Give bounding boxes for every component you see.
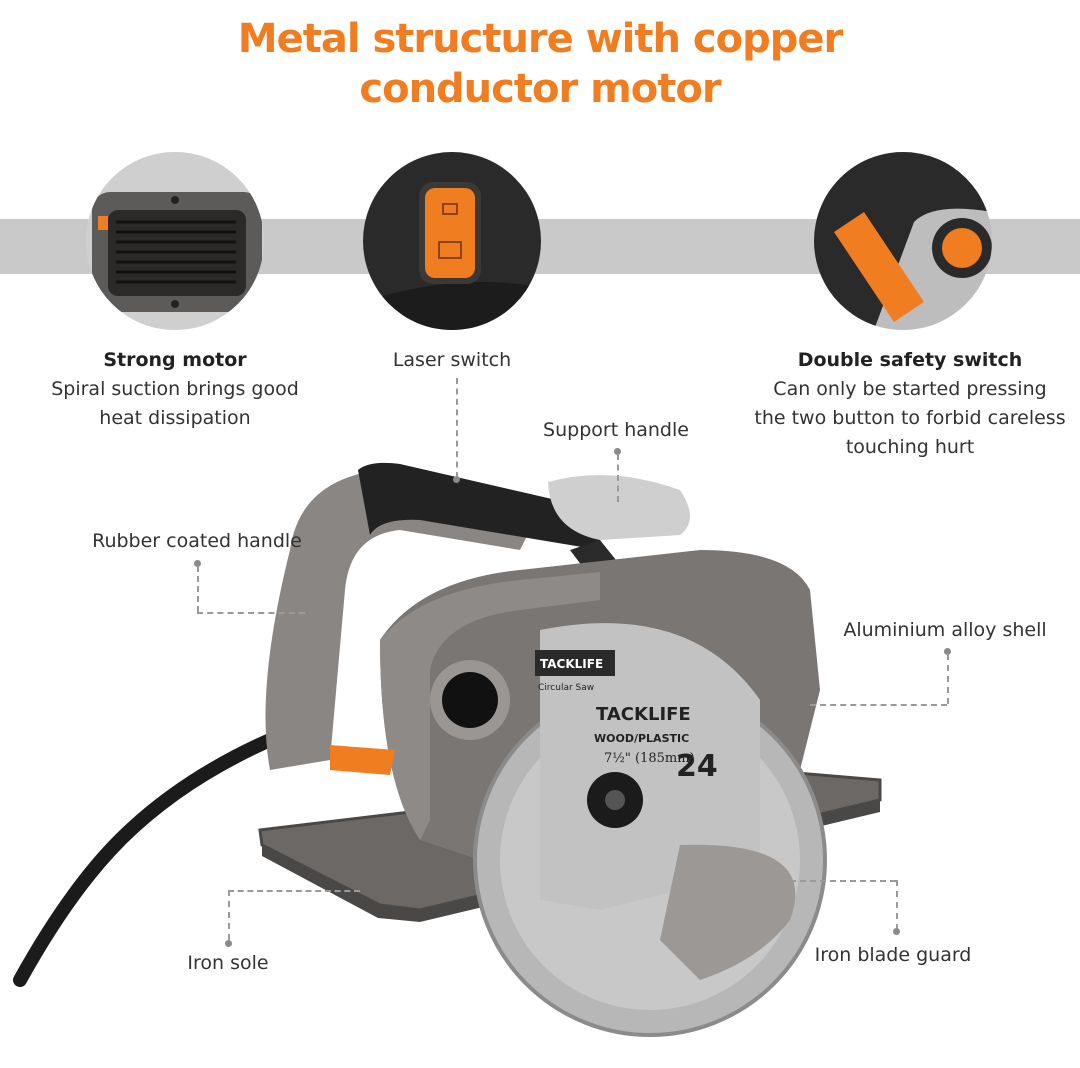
iron-sole-leader-h [228, 890, 360, 892]
rubber-handle-dot [194, 560, 201, 567]
blade-guard-label: Iron blade guard [814, 944, 972, 966]
iron-sole-dot [225, 940, 232, 947]
support-handle-label: Support handle [543, 419, 689, 441]
laser-switch-leader [456, 378, 458, 478]
support-handle-leader [617, 454, 619, 502]
blade-material-text: WOOD/PLASTIC [594, 732, 689, 745]
aluminium-shell-leader-v [947, 654, 949, 704]
page-title: Metal structure with copper conductor mo… [0, 14, 1080, 114]
aluminium-shell-dot [944, 648, 951, 655]
title-line-1: Metal structure with copper [237, 16, 843, 62]
blade-brand-text: TACKLIFE [596, 704, 691, 725]
double-safety-desc-2: the two button to forbid careless [754, 407, 1066, 429]
rubber-handle-label: Rubber coated handle [92, 530, 302, 552]
strong-motor-desc-1: Spiral suction brings good [51, 378, 299, 400]
blade-guard-leader-v [896, 880, 898, 930]
iron-sole-label: Iron sole [187, 952, 269, 974]
housing-brand-text: TACKLIFE [540, 657, 603, 671]
laser-switch-label: Laser switch [392, 349, 512, 371]
support-handle-dot [614, 448, 621, 455]
aluminium-shell-label: Aluminium alloy shell [843, 619, 1047, 641]
double-safety-heading: Double safety switch [797, 349, 1023, 371]
rubber-handle-leader-h [197, 612, 305, 614]
aluminium-shell-leader-h [810, 704, 947, 706]
double-safety-switch-detail-image [814, 152, 992, 330]
laser-switch-detail-image [363, 152, 541, 330]
circular-saw-image: TACKLIFE Circular Saw TACKLIFE WOOD/PLAS… [0, 440, 1080, 1060]
blade-guard-dot [893, 928, 900, 935]
double-safety-desc-1: Can only be started pressing [773, 378, 1047, 400]
housing-model-text: Circular Saw [538, 683, 594, 693]
strong-motor-desc-2: heat dissipation [99, 407, 251, 429]
blade-teeth-text: 24 [676, 749, 718, 784]
rubber-handle-leader-v [197, 566, 199, 612]
blade-size-text: 7½" (185mm) [604, 751, 695, 766]
double-safety-desc-3: touching hurt [845, 436, 975, 458]
strong-motor-detail-image [86, 152, 264, 330]
title-line-2: conductor motor [359, 66, 721, 112]
blade-guard-leader-h [790, 880, 896, 882]
strong-motor-heading: Strong motor [103, 349, 247, 371]
iron-sole-leader-v [228, 890, 230, 940]
laser-switch-dot [453, 476, 460, 483]
